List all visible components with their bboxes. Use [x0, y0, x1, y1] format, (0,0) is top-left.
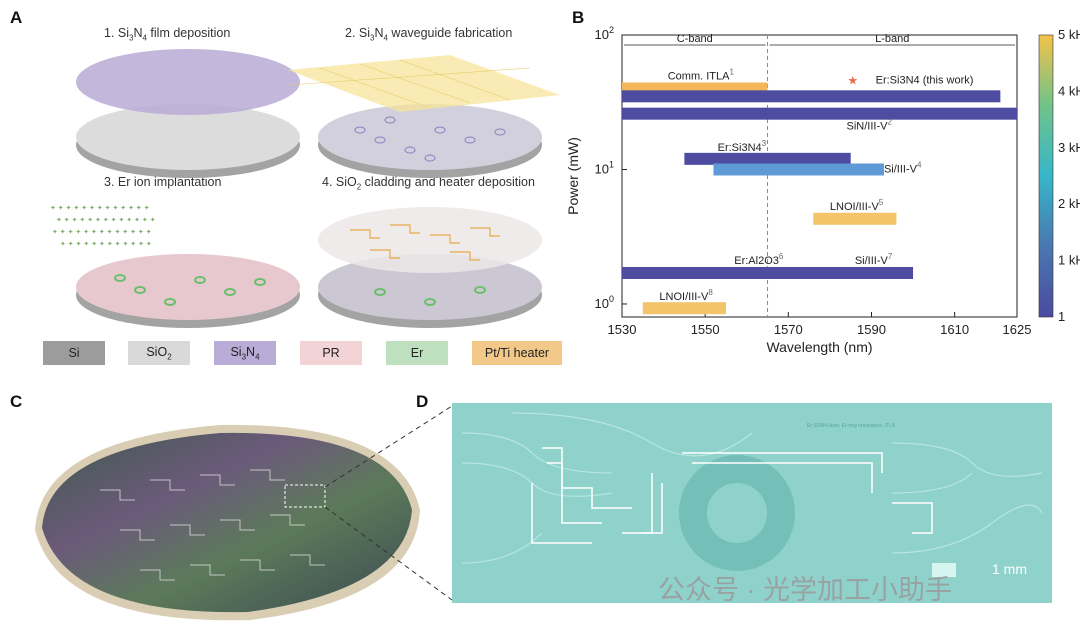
- band-label-1: L-band: [875, 33, 909, 45]
- band-label-0: C-band: [677, 33, 713, 45]
- x-tick-label-4: 1610: [940, 322, 969, 337]
- legend-si: Si: [43, 341, 105, 365]
- bar-4: [713, 163, 884, 176]
- bar-label-4: Si/III-V4: [884, 160, 922, 175]
- power-wavelength-chart: C-band L-band 1530 1550 1570 1590 1610 1625 100 1…: [565, 25, 1080, 355]
- colorbar-tick-5: 5 kHz: [1058, 27, 1080, 42]
- bar-label-8: LNOI/III-V8: [659, 288, 713, 303]
- y-axis-label: Power (mW): [565, 137, 581, 215]
- watermark-text: 公众号 · 光学加工小助手: [658, 575, 952, 605]
- x-tick-label-3: 1590: [857, 322, 886, 337]
- colorbar-tick-3: 3 kHz: [1058, 140, 1080, 155]
- panel-label-b: B: [572, 8, 585, 27]
- svg-text:✦ ✦ ✦ ✦ ✦ ✦ ✦ ✦ ✦ ✦ ✦ ✦ ✦: ✦ ✦ ✦ ✦ ✦ ✦ ✦ ✦ ✦ ✦ ✦ ✦ ✦: [50, 204, 150, 212]
- bar-3: [684, 152, 851, 165]
- legend-sio2: SiO2: [128, 341, 190, 365]
- x-tick-label-2: 1570: [774, 322, 803, 337]
- svg-text:✦ ✦ ✦ ✦ ✦ ✦ ✦ ✦ ✦ ✦ ✦ ✦ ✦: ✦ ✦ ✦ ✦ ✦ ✦ ✦ ✦ ✦ ✦ ✦ ✦ ✦: [52, 228, 152, 236]
- wafer-photo: [35, 424, 420, 621]
- bar-label-3: Er:Si3N43: [718, 139, 767, 154]
- svg-text:✦ ✦ ✦ ✦ ✦ ✦ ✦ ✦ ✦ ✦ ✦ ✦: ✦ ✦ ✦ ✦ ✦ ✦ ✦ ✦ ✦ ✦ ✦ ✦: [60, 240, 152, 248]
- plot-frame: [621, 34, 1018, 318]
- legend-si3n4: Si3N4: [214, 341, 276, 365]
- panel-label-c: C: [10, 392, 23, 411]
- chip-micrograph: Er:Si3N4 laser, Er-ring resonators, ITLA…: [452, 403, 1052, 603]
- bar-7: [622, 266, 914, 279]
- colorbar: [1038, 34, 1054, 318]
- svg-text:✦ ✦ ✦ ✦ ✦ ✦ ✦ ✦ ✦ ✦ ✦ ✦ ✦: ✦ ✦ ✦ ✦ ✦ ✦ ✦ ✦ ✦ ✦ ✦ ✦ ✦: [56, 216, 156, 224]
- x-tick-label-0: 1530: [608, 322, 637, 337]
- bar-8: [642, 302, 726, 315]
- wafer-step-4: [318, 207, 542, 328]
- colorbar-tick-4: 4 kHz: [1058, 83, 1080, 98]
- this-work-star-icon: ★: [847, 73, 858, 87]
- x-axis-label: Wavelength (nm): [766, 339, 872, 355]
- legend-heater: Pt/Ti heater: [472, 341, 562, 365]
- bar-label-7: Si/III-V7: [855, 252, 893, 267]
- chip-etched-text: Er:Si3N4 laser, Er-ring resonators, ITLA: [807, 423, 896, 429]
- colorbar-tick-1: 1 kHz: [1058, 253, 1080, 268]
- step-2-label: 2. Si3N4 waveguide fabrication: [345, 26, 513, 43]
- colorbar-tick-2: 2 kHz: [1058, 196, 1080, 211]
- step-4-label: 4. SiO2 cladding and heater deposition: [322, 175, 535, 192]
- legend-pr: PR: [300, 341, 362, 365]
- bar-5: [813, 212, 897, 225]
- bar-1: [622, 90, 1001, 103]
- y-tick-label-0: 100: [595, 294, 614, 311]
- wafer-step-2: [288, 55, 560, 178]
- y-tick-label-1: 101: [595, 159, 614, 176]
- bar-2: [622, 107, 1017, 120]
- panel-label-d: D: [416, 392, 429, 411]
- x-tick-label-5: 1625: [1003, 322, 1032, 337]
- x-tick-label-1: 1550: [691, 322, 720, 337]
- bar-label-5: LNOI/III-V5: [830, 198, 884, 213]
- wafer-step-1: [76, 49, 300, 178]
- step-1-label: 1. Si3N4 film deposition: [104, 26, 231, 43]
- bar-label-2: SiN/III-V2: [847, 118, 893, 133]
- step-3-label: 3. Er ion implantation: [104, 175, 222, 189]
- scale-bar-label: 1 mm: [992, 561, 1027, 577]
- bar-label-6: Er:Al2O36: [734, 252, 784, 267]
- bar-label-0: Comm. ITLA1: [668, 68, 735, 83]
- legend-er: Er: [386, 341, 448, 365]
- y-tick-label-2: 102: [595, 25, 614, 42]
- bar-label-1: Er:Si3N4 (this work): [876, 74, 974, 86]
- colorbar-tick-0: 1: [1058, 309, 1065, 324]
- fabrication-illustration: ✦ ✦ ✦ ✦ ✦ ✦ ✦ ✦ ✦ ✦ ✦ ✦ ✦ ✦ ✦ ✦ ✦ ✦ ✦ ✦ …: [50, 49, 560, 328]
- panel-label-a: A: [10, 8, 23, 27]
- wafer-step-3: ✦ ✦ ✦ ✦ ✦ ✦ ✦ ✦ ✦ ✦ ✦ ✦ ✦ ✦ ✦ ✦ ✦ ✦ ✦ ✦ …: [50, 204, 300, 328]
